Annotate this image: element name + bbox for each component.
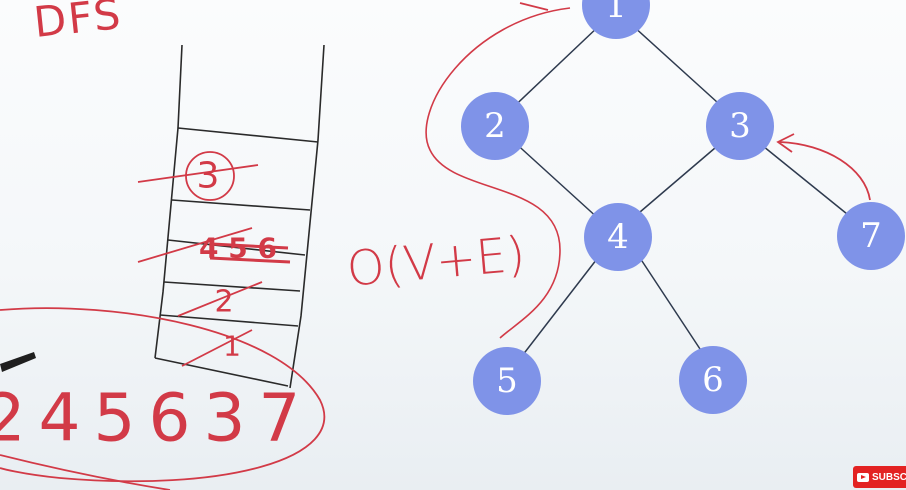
youtube-play-icon (857, 472, 869, 482)
tree-nodes: 1 2 3 4 7 5 6 (461, 0, 905, 415)
tree-node-5: 5 (473, 347, 541, 415)
traversal-output: 2 4 5 6 3 7 (0, 307, 326, 490)
tree-node-2: 2 (461, 92, 529, 160)
node-label: 1 (605, 0, 627, 26)
tree-node-3: 3 (706, 92, 774, 160)
traversal-order: 2 4 5 6 3 7 (0, 380, 296, 457)
output-underline (0, 454, 171, 490)
strike-line (177, 281, 263, 317)
marker-pen (0, 352, 36, 372)
stack-cell-1: 1 (223, 330, 241, 363)
tree-node-7: 7 (837, 202, 905, 270)
dfs-heading: DFS (31, 0, 124, 47)
stack-cell-2: 2 (214, 285, 233, 320)
node-label: 3 (729, 106, 751, 146)
tree-node-4: 4 (584, 203, 652, 271)
backtrack-arrow (779, 141, 871, 201)
stack-cell-3: 3 (197, 156, 220, 197)
complexity-note: O(V+E) (345, 226, 528, 297)
scribble-mark (209, 242, 291, 264)
tree-node-6: 6 (679, 346, 747, 414)
subscribe-label: SUBSCR (872, 471, 906, 483)
stack-cells: 3 4 5 6 2 1 (137, 151, 291, 367)
node-label: 7 (860, 216, 882, 256)
strike-line (181, 329, 253, 367)
node-label: 4 (607, 217, 629, 257)
node-label: 6 (702, 360, 724, 400)
tree-node-1: 1 (582, 0, 650, 39)
tree-edges (504, 24, 853, 357)
node-label: 5 (496, 361, 518, 401)
stack-diagram (154, 44, 325, 389)
strike-line (137, 227, 253, 263)
traversal-path-curve (425, 7, 571, 339)
arrow-stroke (519, 2, 549, 11)
strike-line (137, 164, 259, 183)
subscribe-button[interactable]: SUBSCR (853, 466, 906, 488)
output-loop (0, 307, 326, 483)
backtrack-arrowhead (776, 133, 795, 153)
node-label: 2 (484, 106, 506, 146)
